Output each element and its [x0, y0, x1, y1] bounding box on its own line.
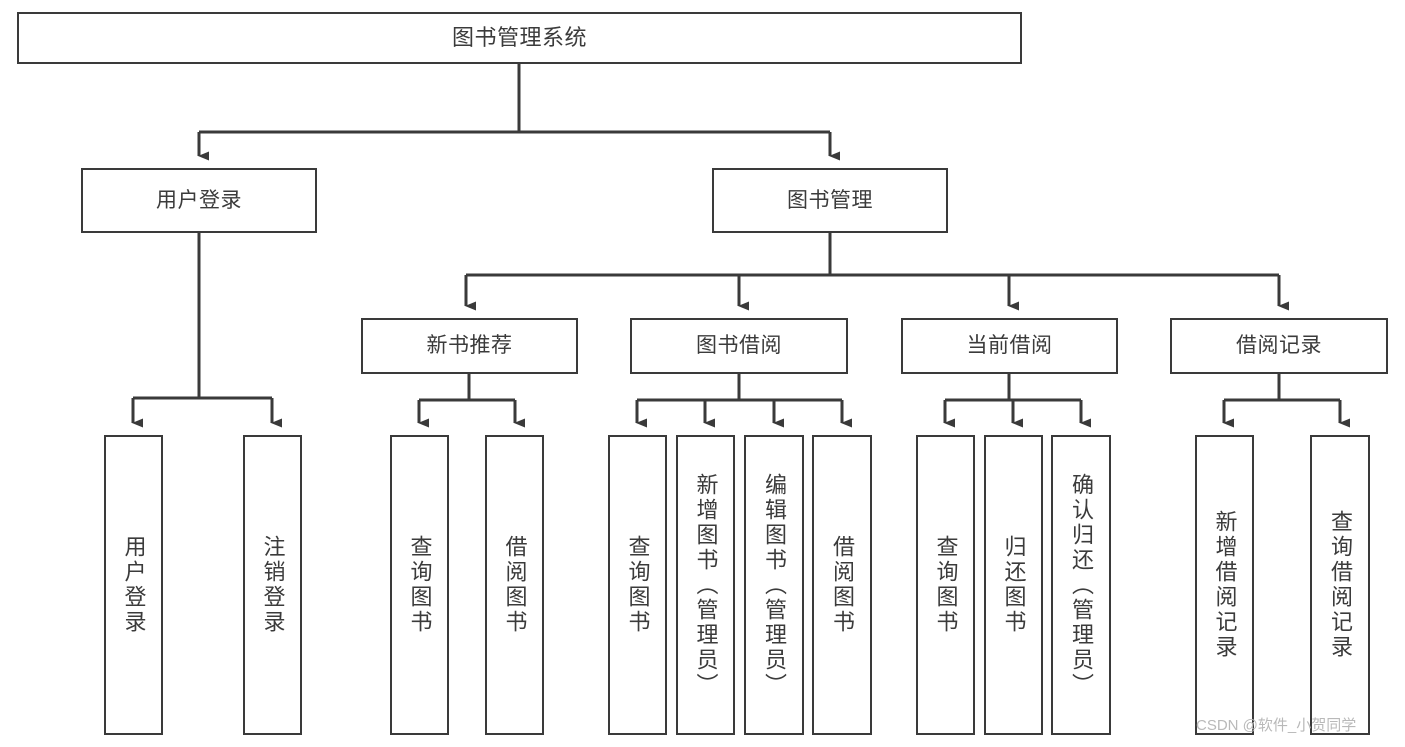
node-label: 图书管理	[787, 188, 873, 212]
node-label: 借阅图书	[830, 535, 855, 635]
node-label: 新增借阅记录	[1212, 510, 1238, 660]
leaf-add-book-admin[interactable]: 新增图书（管理员）	[676, 435, 735, 735]
node-label: 查询图书	[625, 535, 651, 635]
node-book-management[interactable]: 图书管理	[712, 168, 948, 233]
node-label: 借阅图书	[502, 535, 528, 635]
node-label: 确认归还（管理员）	[1069, 472, 1094, 698]
leaf-logout[interactable]: 注销登录	[243, 435, 302, 735]
node-new-book-recommend[interactable]: 新书推荐	[361, 318, 578, 374]
node-label: 查询图书	[933, 535, 959, 635]
node-label: 借阅记录	[1236, 334, 1322, 358]
leaf-confirm-return-admin[interactable]: 确认归还（管理员）	[1051, 435, 1111, 735]
node-label: 新书推荐	[426, 334, 513, 358]
leaf-borrow-book-recommend[interactable]: 借阅图书	[485, 435, 544, 735]
leaf-borrow-book[interactable]: 借阅图书	[812, 435, 872, 735]
node-book-borrow[interactable]: 图书借阅	[630, 318, 848, 374]
node-borrow-record[interactable]: 借阅记录	[1170, 318, 1388, 374]
node-label: 图书管理系统	[451, 24, 587, 50]
node-root-system[interactable]: 图书管理系统	[17, 12, 1022, 64]
leaf-user-login[interactable]: 用户登录	[104, 435, 163, 735]
leaf-query-book-recommend[interactable]: 查询图书	[390, 435, 449, 735]
node-current-borrow[interactable]: 当前借阅	[901, 318, 1118, 374]
leaf-query-book-borrow[interactable]: 查询图书	[608, 435, 667, 735]
leaf-add-borrow-record[interactable]: 新增借阅记录	[1195, 435, 1254, 735]
node-label: 当前借阅	[966, 334, 1053, 358]
node-label: 查询借阅记录	[1328, 510, 1353, 660]
leaf-return-book[interactable]: 归还图书	[984, 435, 1043, 735]
watermark: CSDN @软件_小贺同学	[1196, 717, 1357, 734]
node-label: 编辑图书（管理员）	[762, 472, 787, 698]
node-label: 查询图书	[407, 535, 433, 635]
leaf-query-book-current[interactable]: 查询图书	[916, 435, 975, 735]
node-label: 注销登录	[260, 535, 286, 635]
node-label: 新增图书（管理员）	[693, 472, 719, 698]
node-user-login[interactable]: 用户登录	[81, 168, 317, 233]
leaf-edit-book-admin[interactable]: 编辑图书（管理员）	[744, 435, 804, 735]
node-label: 归还图书	[1001, 535, 1027, 635]
node-label: 用户登录	[156, 188, 242, 212]
leaf-query-borrow-record[interactable]: 查询借阅记录	[1310, 435, 1370, 735]
node-label: 用户登录	[121, 535, 147, 635]
node-label: 图书借阅	[696, 334, 782, 358]
